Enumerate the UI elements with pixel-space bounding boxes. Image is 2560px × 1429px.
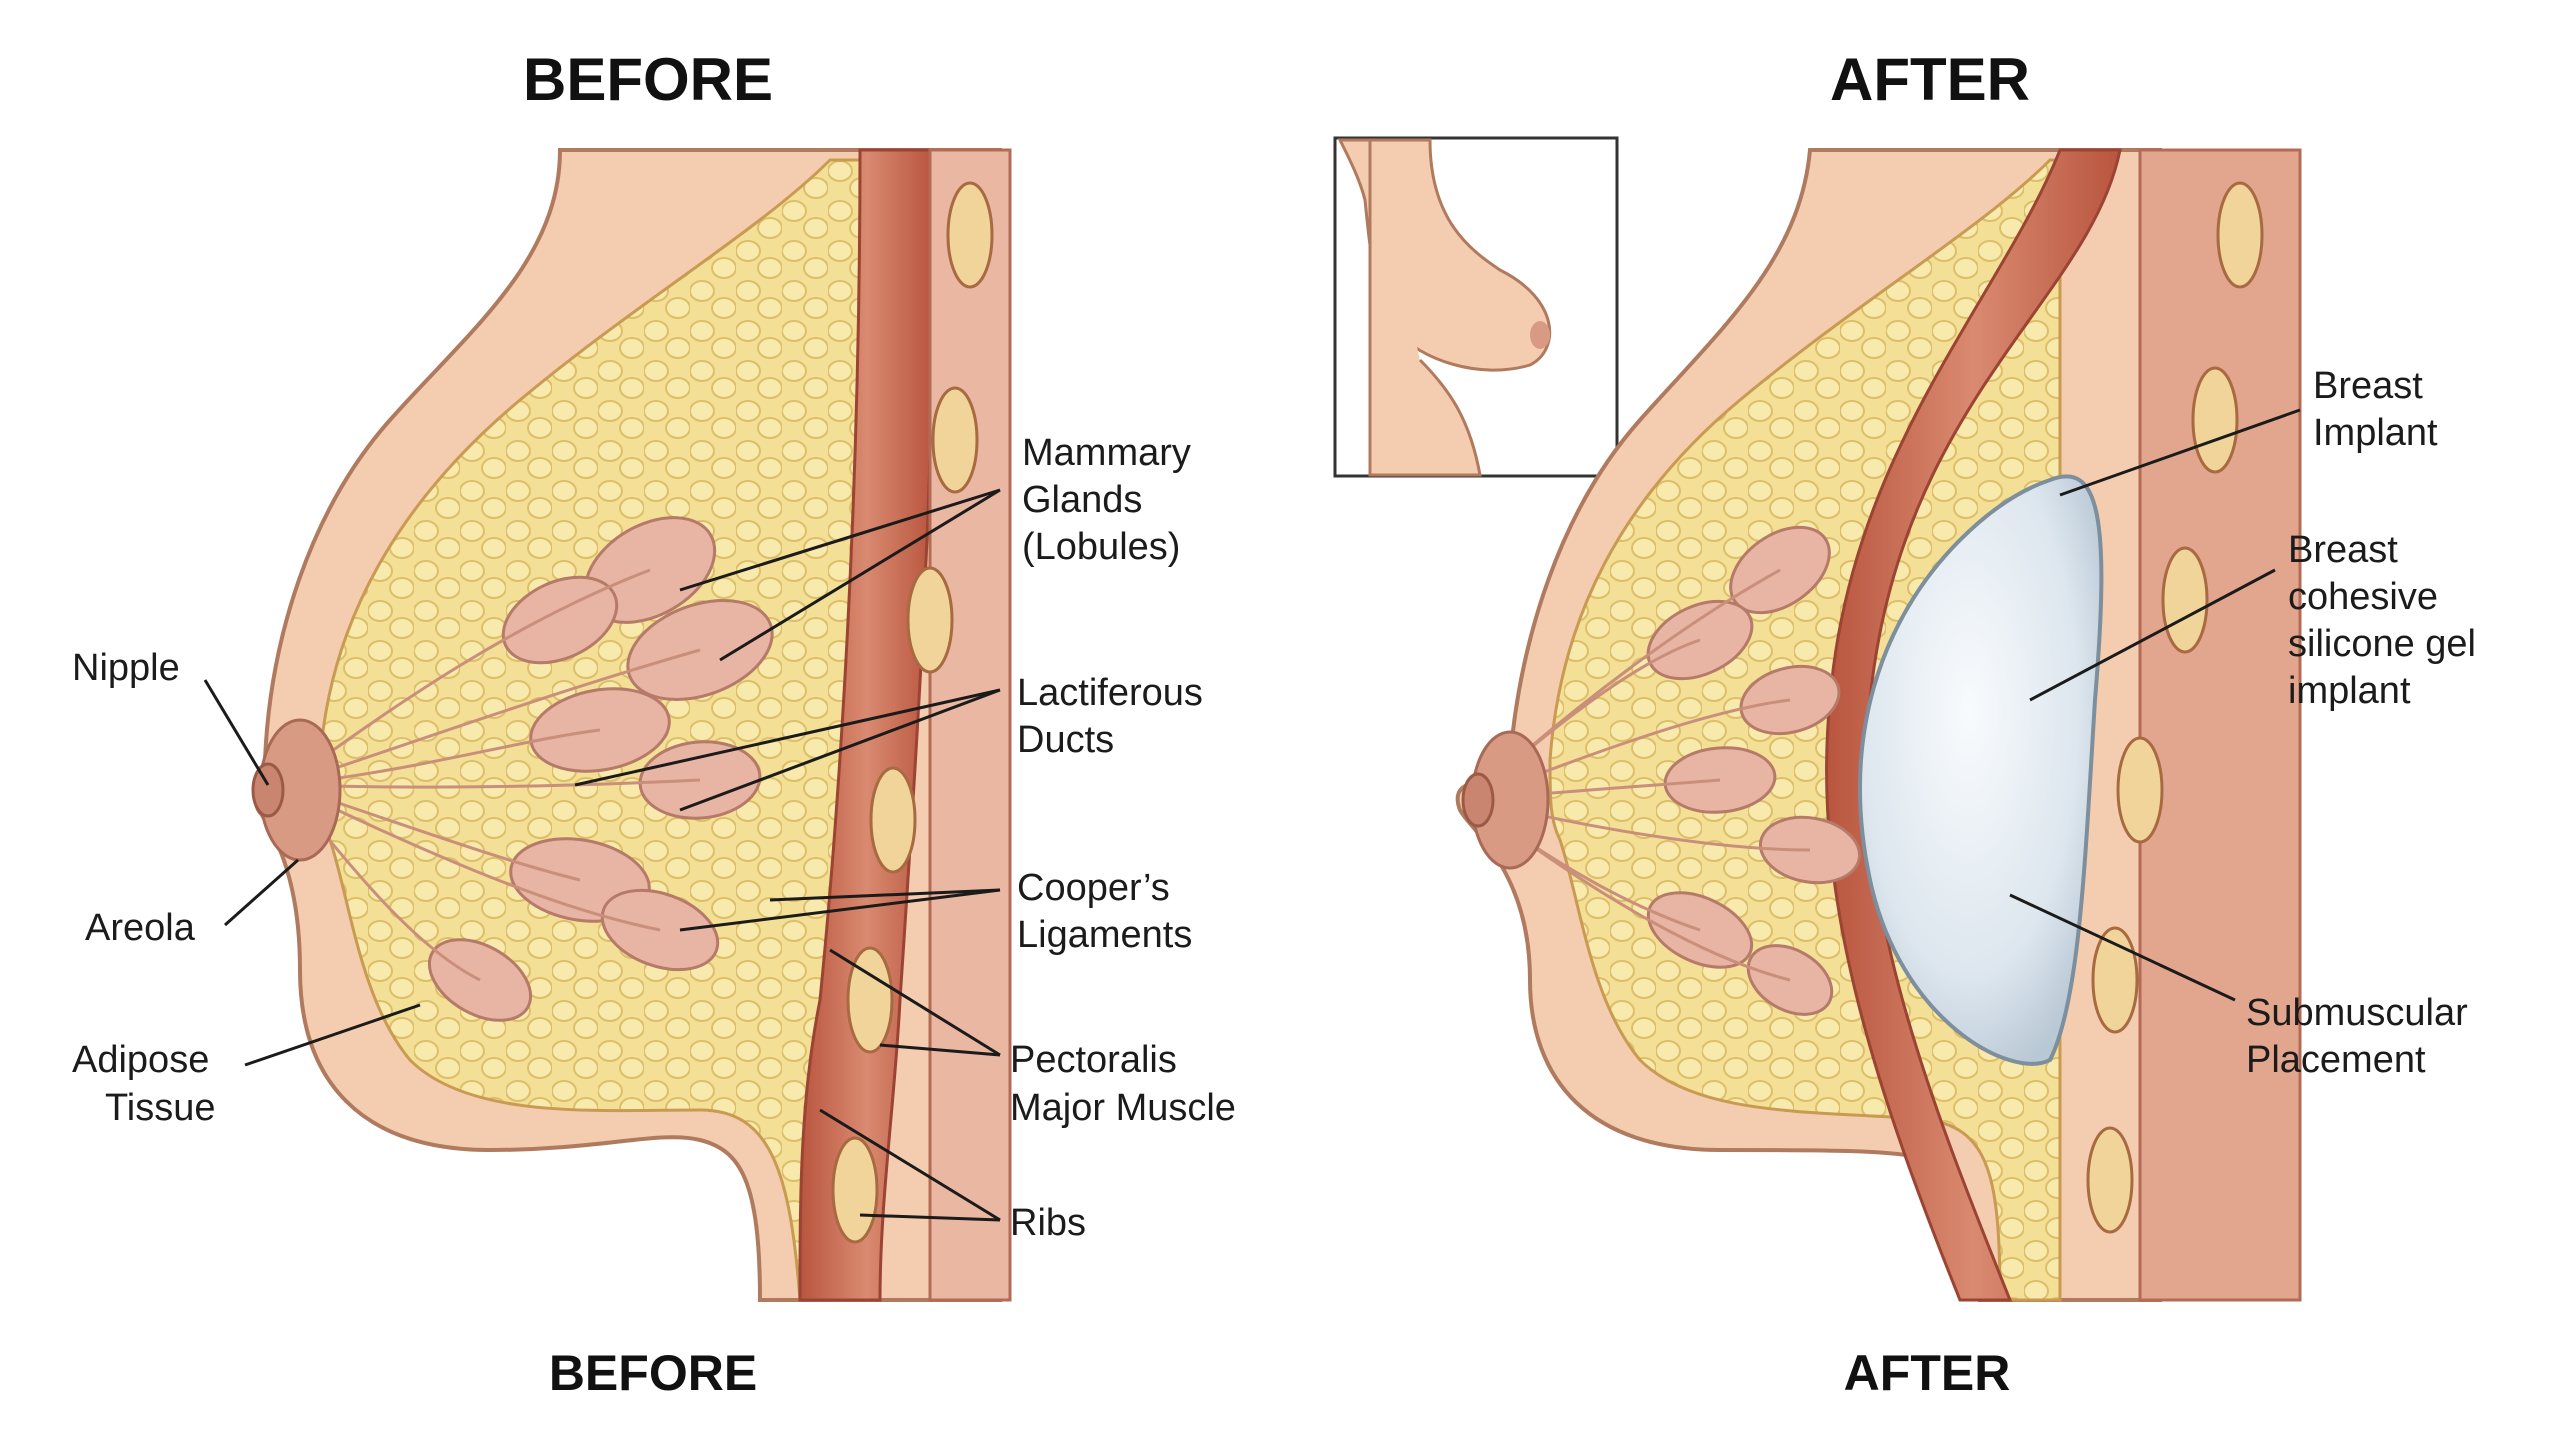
label-coopers-line2: Ligaments [1017, 914, 1192, 956]
before-leader-lines [203, 488, 1001, 1222]
after-panel: AFTER [1455, 46, 2476, 1401]
label-gel-line2: cohesive [2288, 576, 2438, 618]
label-ducts-line2: Ducts [1017, 719, 1114, 761]
label-adipose-line1: Adipose [72, 1039, 209, 1081]
before-footer: BEFORE [549, 1345, 757, 1401]
after-leader-lines [2009, 408, 2301, 1002]
after-breast-implant [1858, 474, 2104, 1066]
label-pectoralis-line2: Major Muscle [1010, 1087, 1236, 1129]
after-nipple [1461, 772, 1495, 828]
label-ribs: Ribs [1010, 1202, 1086, 1244]
before-mammary-glands [427, 516, 774, 1022]
label-placement-line2: Placement [2246, 1039, 2426, 1081]
label-nipple: Nipple [72, 647, 180, 689]
label-mammary-line3: (Lobules) [1022, 526, 1180, 568]
inset-profile [1333, 136, 1619, 478]
label-gel-line3: silicone gel [2288, 623, 2476, 665]
before-nipple [251, 762, 285, 818]
label-pectoralis-line1: Pectoralis [1010, 1039, 1177, 1081]
after-title: AFTER [1830, 46, 2030, 113]
before-panel: BEFORE [72, 46, 1236, 1401]
after-ribs [2086, 181, 2264, 1234]
before-title: BEFORE [523, 46, 773, 113]
label-placement-line1: Submuscular [2246, 992, 2468, 1034]
label-coopers-line1: Cooper’s [1017, 867, 1170, 909]
label-gel-line1: Breast [2288, 529, 2398, 571]
label-implant-line1: Breast [2313, 365, 2423, 407]
before-ribs [831, 181, 994, 1244]
after-chest-wall [2138, 148, 2302, 1302]
after-pectoralis-muscle [1825, 148, 2122, 1302]
label-mammary-line1: Mammary [1022, 432, 1191, 474]
before-chest-wall [928, 148, 1012, 1302]
label-implant-line2: Implant [2313, 412, 2438, 454]
label-adipose-line2: Tissue [105, 1087, 216, 1129]
label-gel-line4: implant [2288, 670, 2411, 712]
label-ducts-line1: Lactiferous [1017, 672, 1203, 714]
label-areola: Areola [85, 907, 196, 949]
after-footer: AFTER [1844, 1345, 2011, 1401]
label-mammary-line2: Glands [1022, 479, 1142, 521]
